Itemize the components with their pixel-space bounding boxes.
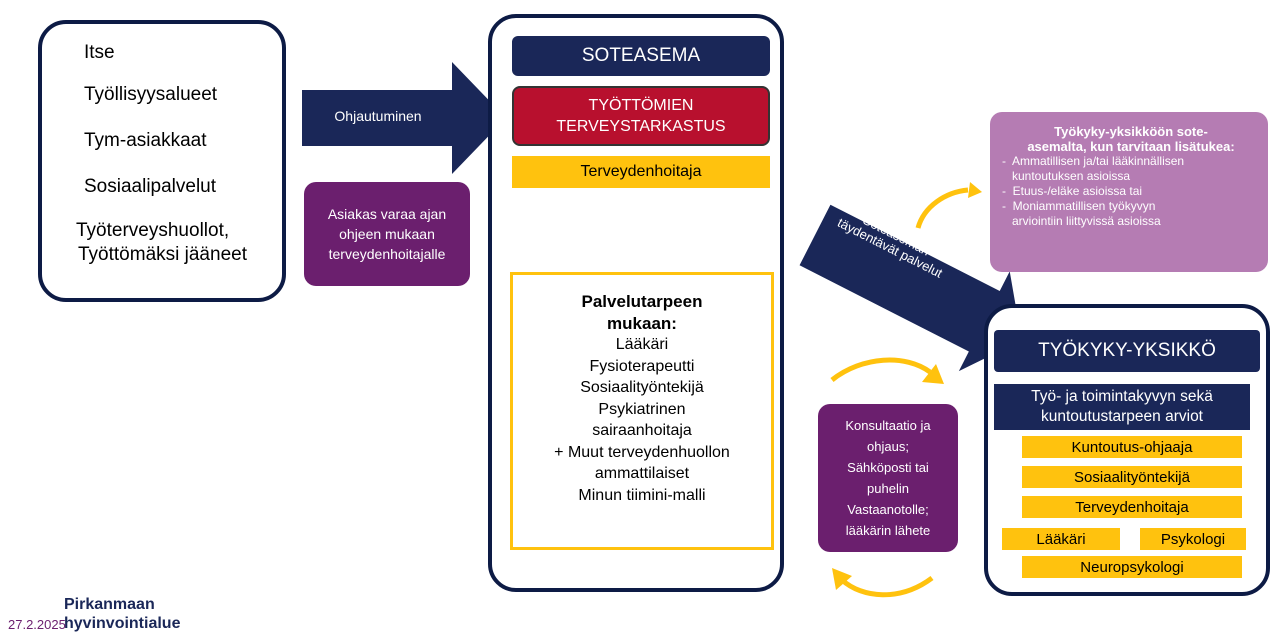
needs-item: Sosiaalityöntekijä: [580, 379, 704, 396]
info-bullet-2: - Etuus-/eläke asioissa tai: [1002, 184, 1143, 198]
curved-arrow-right: [830, 357, 932, 382]
consult-line-3: Sähköposti tai: [847, 460, 929, 475]
source-itse: Itse: [84, 42, 115, 63]
consult-line-5: Vastaanotolle;: [847, 502, 929, 517]
needs-title-2: mukaan:: [607, 313, 677, 333]
arrow-ohjautuminen: [302, 62, 506, 174]
info-title-1: Työkyky-yksikköön sote-: [1054, 124, 1208, 139]
nurse-box: Terveydenhoitaja: [512, 156, 770, 188]
org-name-line-2: hyvinvointialue: [64, 615, 181, 632]
needs-item: Minun tiimini-malli: [578, 486, 706, 504]
needs-box: Palvelutarpeen mukaan: Lääkäri Fysiotera…: [510, 272, 774, 550]
info-bullet-3b: arviointiin liittyvissä asioissa: [1002, 214, 1161, 228]
checkup-line-1: TYÖTTÖMIEN: [588, 97, 694, 114]
booking-note-line-1: Asiakas varaa ajan: [327, 206, 447, 222]
source-tyollisyysalueet: Työllisyysalueet: [84, 84, 218, 105]
role-kuntoutusohjaaja: Kuntoutus-ohjaaja: [1022, 436, 1242, 458]
info-bullet-3a: - Moniammatillisen työkyvyn: [1002, 199, 1156, 213]
assessment-line-1: Työ- ja toimintakyvyn sekä: [1031, 388, 1213, 405]
needs-item: sairaanhoitaja: [592, 422, 692, 439]
source-tyottomaksi: Työttömäksi jääneet: [78, 244, 247, 265]
needs-item: Fysioterapeutti: [589, 357, 695, 375]
booking-note-line-3: terveydenhoitajalle: [328, 246, 446, 262]
tyokyky-header: TYÖKYKY-YKSIKKÖ: [994, 330, 1260, 372]
booking-note-line-2: ohjeen mukaan: [339, 226, 435, 242]
role-psykologi: Psykologi: [1140, 528, 1246, 550]
info-bullet-1a: - Ammatillisen ja/tai lääkinnällisen: [1002, 154, 1185, 168]
curved-arrow-lower: [840, 575, 934, 598]
assessment-box: Työ- ja toimintakyvyn sekä kuntoutustarp…: [994, 384, 1250, 430]
assessment-line-2: kuntoutustarpeen arviot: [1041, 408, 1203, 425]
info-title-2: asemalta, kun tarvitaan lisätukea:: [1027, 139, 1235, 154]
curved-arrow-upper: [915, 187, 969, 229]
consult-line-6: lääkärin lähete: [845, 523, 931, 538]
role-neuropsykologi: Neuropsykologi: [1022, 556, 1242, 578]
role-laakari: Lääkäri: [1002, 528, 1120, 550]
needs-item: Psykiatrinen: [598, 400, 686, 418]
role-terveydenhoitaja: Terveydenhoitaja: [1022, 496, 1242, 518]
role-sosiaalityontekija: Sosiaalityöntekijä: [1022, 466, 1242, 488]
sources-box: Itse Työllisyysalueet Tym-asiakkaat Sosi…: [38, 20, 286, 302]
checkup-box: TYÖTTÖMIEN TERVEYSTARKASTUS: [512, 86, 770, 146]
source-tym-asiakkaat: Tym-asiakkaat: [84, 130, 207, 151]
consult-box: Konsultaatio ja ohjaus; Sähköposti tai p…: [818, 404, 958, 552]
consult-line-4: puhelin: [867, 481, 909, 496]
info-box: Työkyky-yksikköön sote- asemalta, kun ta…: [990, 112, 1268, 272]
booking-note: Asiakas varaa ajan ohjeen mukaan terveyd…: [304, 182, 470, 286]
arrow-taydentavat: [799, 204, 1022, 372]
needs-item: ammattilaiset: [594, 465, 690, 482]
consult-line-2: ohjaus;: [867, 439, 909, 454]
needs-item: Lääkäri: [615, 336, 669, 353]
checkup-line-2: TERVEYSTARKASTUS: [556, 118, 726, 135]
needs-title-1: Palvelutarpeen: [581, 292, 703, 311]
source-sosiaalipalvelut: Sosiaalipalvelut: [84, 176, 217, 197]
org-name-line-1: Pirkanmaan: [64, 596, 155, 613]
soteasema-header: SOTEASEMA: [512, 36, 770, 76]
source-tyoterveyshuollot: Työterveyshuollot,: [76, 220, 230, 241]
arrow-label-ohjautuminen: Ohjautuminen: [334, 108, 422, 124]
info-bullet-1b: kuntoutuksen asioissa: [1002, 169, 1131, 183]
consult-line-1: Konsultaatio ja: [845, 418, 931, 433]
date-label: 27.2.2025: [8, 617, 66, 632]
needs-item: + Muut terveydenhuollon: [554, 443, 730, 461]
